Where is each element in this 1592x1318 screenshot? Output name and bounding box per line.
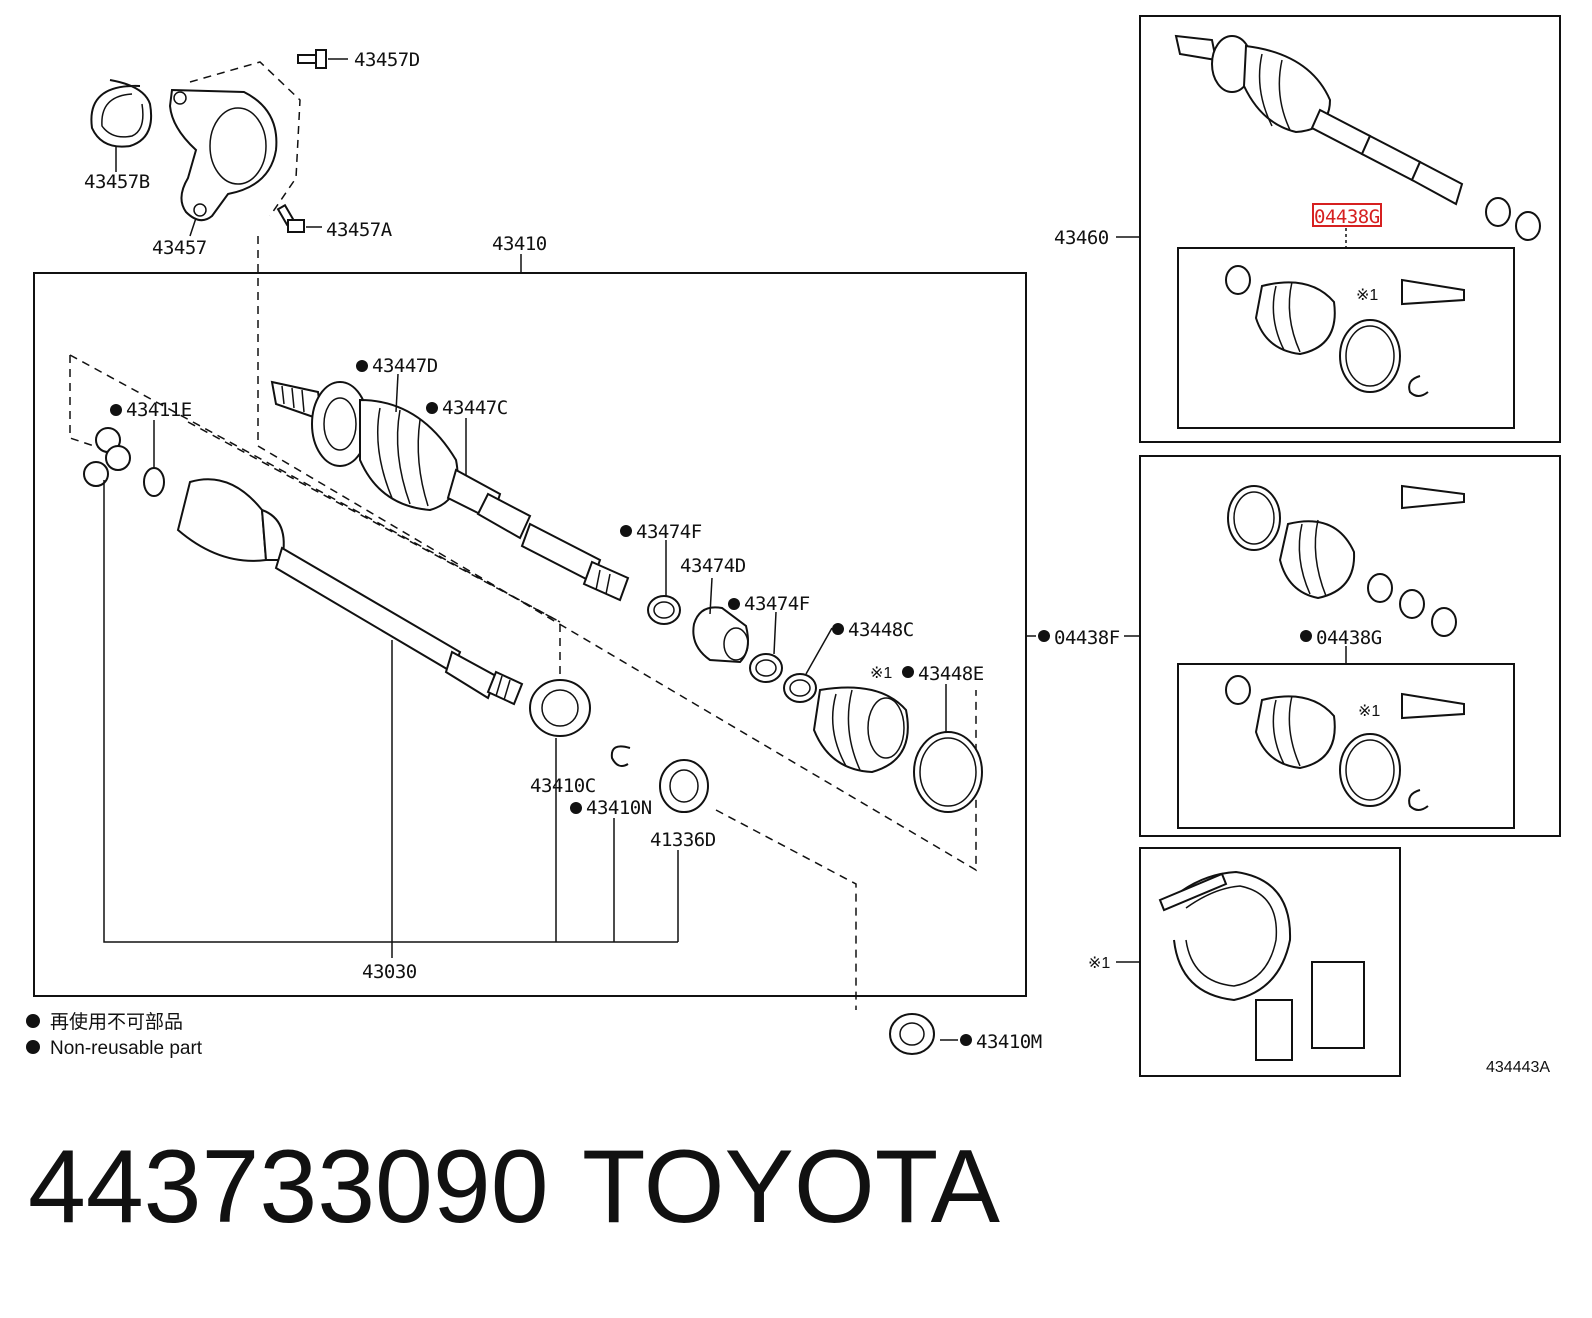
- footer-part-number: 443733090: [28, 1129, 549, 1245]
- outboard-joint-assembly: [270, 380, 630, 602]
- note-mark-d: ※1: [1088, 955, 1110, 972]
- legend-japanese: 再使用不可部品: [50, 1011, 183, 1033]
- label-43457D: 43457D: [354, 49, 420, 71]
- label-43460: 43460: [1054, 227, 1109, 249]
- label-04438G-highlighted[interactable]: 04438G: [1314, 206, 1380, 228]
- note-mark-b: ※1: [1356, 287, 1378, 304]
- full-driveshaft-43460: [1174, 34, 1541, 241]
- label-43447C: 43447C: [442, 397, 508, 419]
- snap-ring-43457B: [90, 79, 152, 148]
- label-41336D: 41336D: [650, 829, 716, 851]
- label-43448E: 43448E: [918, 663, 984, 685]
- tripod-43411E: [83, 427, 131, 487]
- highlight-04438G: [1312, 203, 1382, 227]
- panel-04438F: [1139, 455, 1561, 837]
- label-43411E: 43411E: [126, 399, 192, 421]
- snap-ring-43411E: [143, 467, 165, 497]
- clamp-43474F-a: [647, 595, 681, 625]
- seal-41336D: [659, 759, 709, 813]
- label-43030: 43030: [362, 961, 417, 983]
- label-43410C: 43410C: [530, 775, 596, 797]
- seal-dash: [715, 809, 857, 1010]
- bolt-43457D: [297, 49, 327, 69]
- note-mark-a: ※1: [870, 665, 892, 682]
- boot-kit-04438G-top: [1225, 265, 1465, 397]
- boot-inboard: [812, 686, 909, 774]
- label-04438F: 04438F: [1054, 627, 1120, 649]
- shaft-dash-a: [69, 354, 561, 680]
- bearing-43410C: [529, 679, 591, 737]
- label-04438G: 04438G: [1316, 627, 1382, 649]
- assembly-bracket-43030: [103, 480, 678, 943]
- label-43457A: 43457A: [326, 219, 393, 241]
- footer-brand: TOYOTA: [582, 1129, 1001, 1245]
- label-43457: 43457: [152, 237, 207, 259]
- note-mark-c: ※1: [1358, 703, 1380, 720]
- bracket-dashed-outline: [189, 61, 301, 217]
- label-43448C: 43448C: [848, 619, 914, 641]
- clamp-43474F-b: [749, 653, 783, 683]
- main-assembly-frame: [33, 272, 1027, 997]
- label-43474F-b: 43474F: [744, 593, 810, 615]
- legend-bullet-ja: [26, 1014, 40, 1028]
- band-clamp-note-1: [1158, 870, 1365, 1061]
- bearing-bracket-43457: [168, 88, 278, 222]
- snap-ring-43410N: [610, 745, 631, 767]
- seal-43410M: [889, 1013, 935, 1055]
- boot-kit-04438F: [1227, 484, 1465, 637]
- diagram-code: 434443A: [1486, 1059, 1550, 1076]
- label-43457B: 43457B: [84, 171, 150, 193]
- label-43410N: 43410N: [586, 797, 652, 819]
- clamp-43448C: [783, 673, 817, 703]
- label-43474F-a: 43474F: [636, 521, 702, 543]
- label-43447D: 43447D: [372, 355, 438, 377]
- band-43448E: [913, 731, 983, 813]
- inboard-housing-and-shaft: [176, 478, 524, 706]
- legend-english: Non-reusable part: [50, 1038, 203, 1059]
- damper-43474D: [692, 606, 749, 664]
- shaft-dash-c: [187, 421, 561, 623]
- panel-43460: [1139, 15, 1561, 443]
- label-43410M: 43410M: [976, 1031, 1042, 1053]
- bolt-43457A: [276, 203, 305, 233]
- non-reusable-bullets: [110, 360, 1312, 1046]
- tripod-dash: [69, 355, 101, 449]
- legend-bullet-en: [26, 1040, 40, 1054]
- label-43410: 43410: [492, 233, 547, 255]
- label-43474D: 43474D: [680, 555, 746, 577]
- boot-kit-04438G: [1225, 675, 1465, 811]
